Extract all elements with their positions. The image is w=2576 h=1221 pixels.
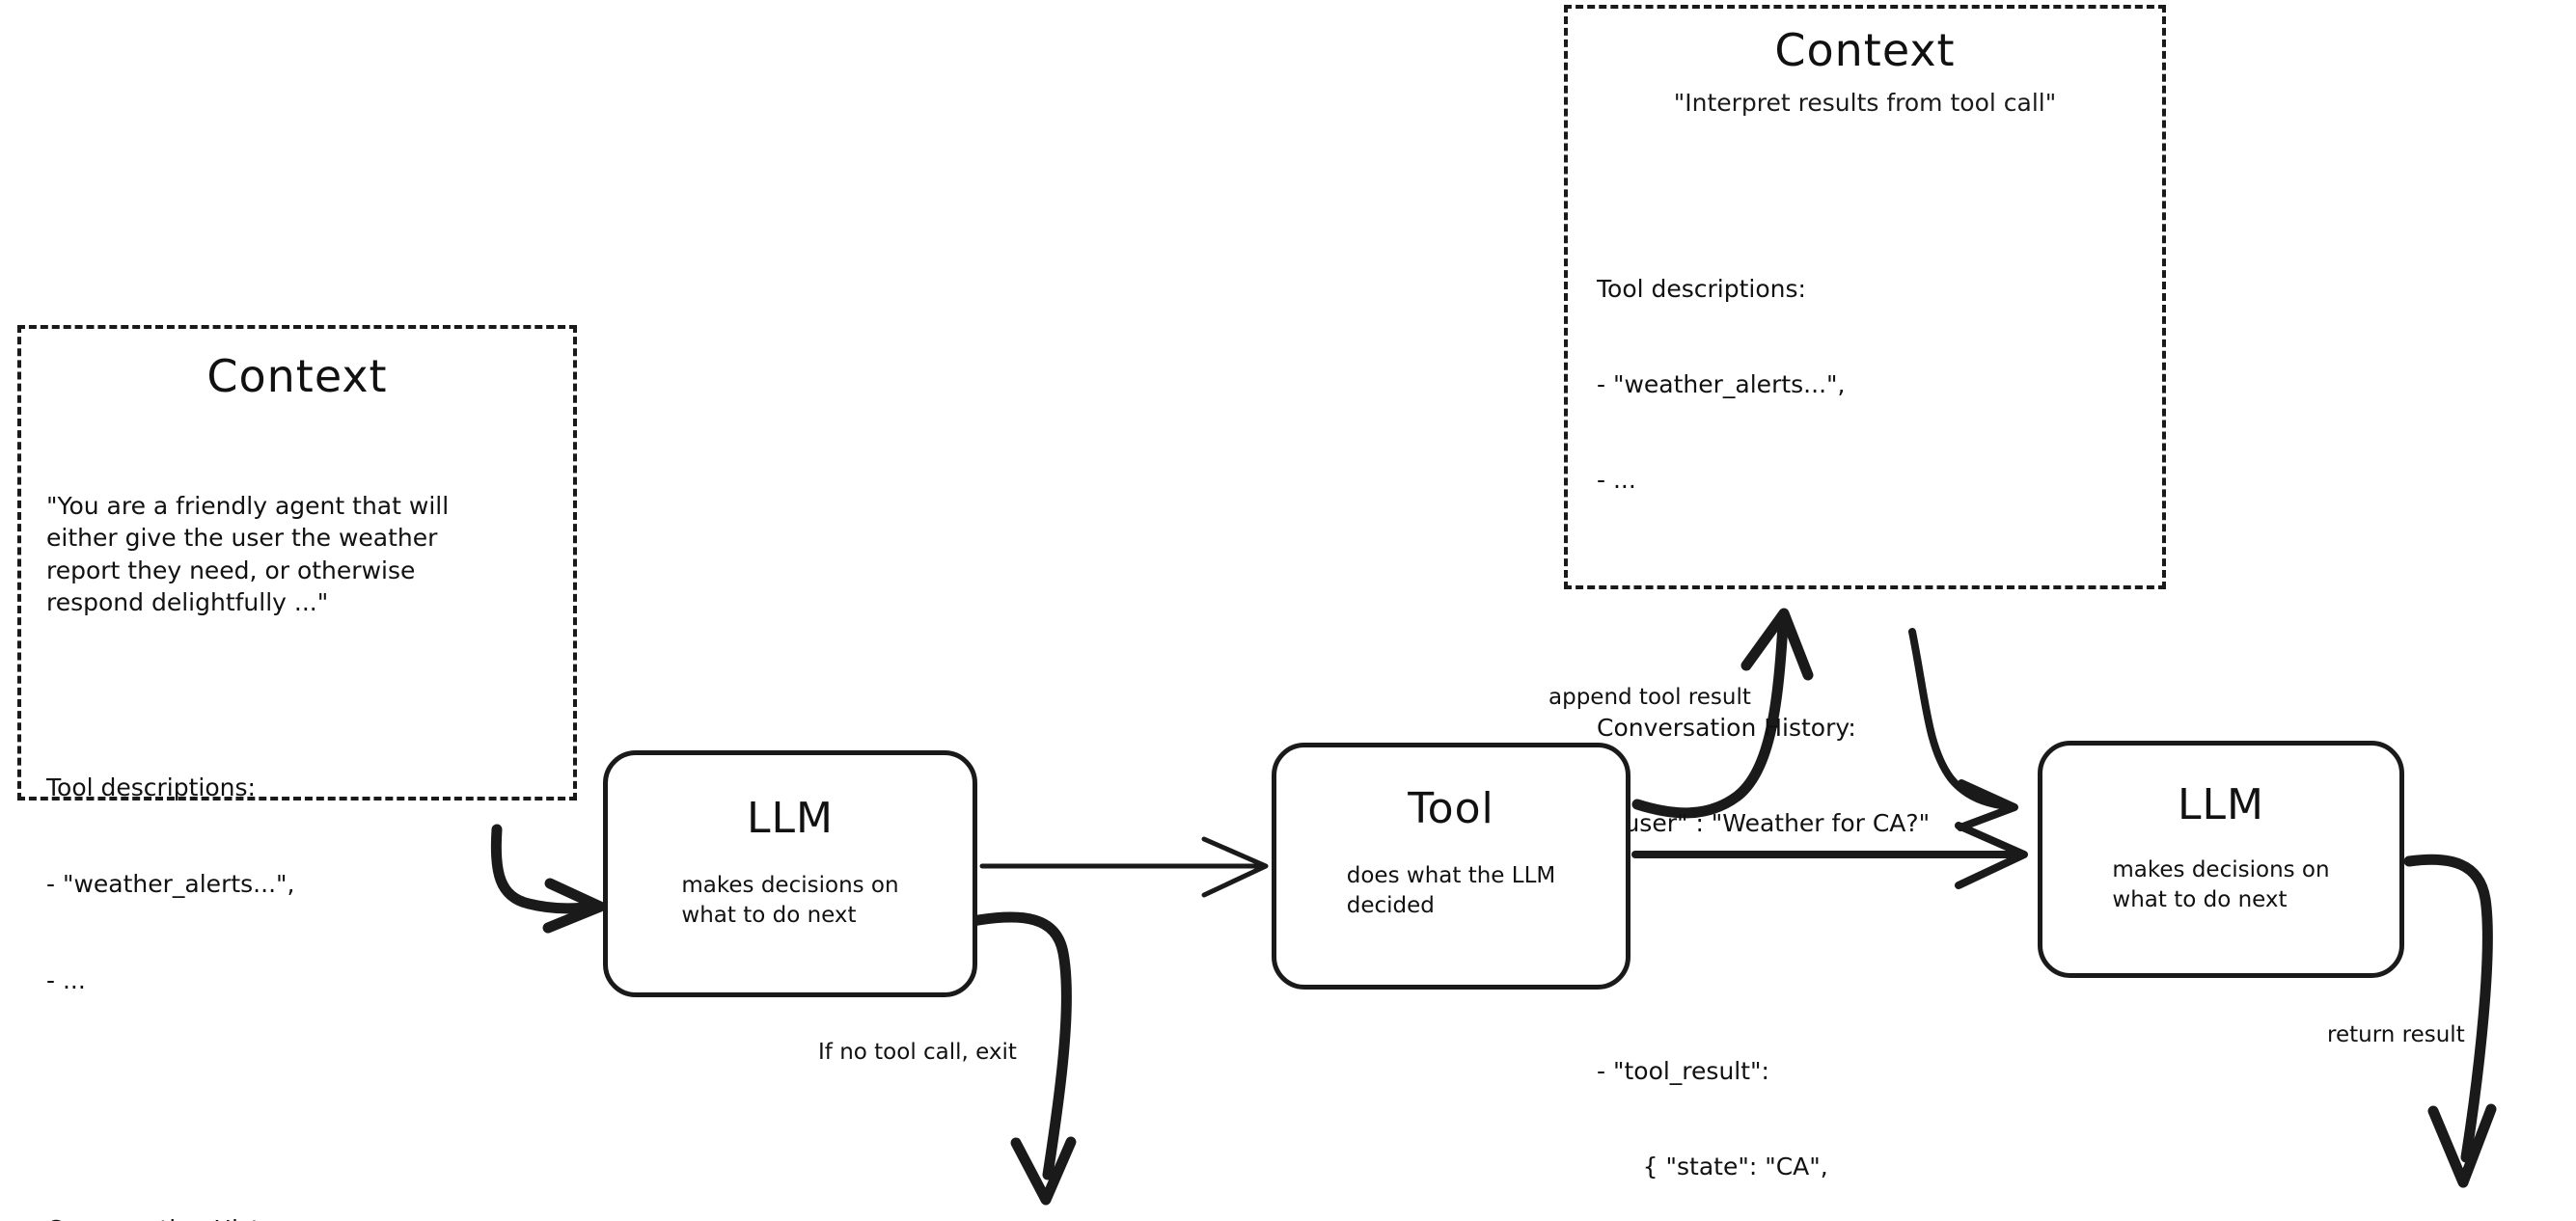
tool-description-item: - "weather_alerts...", bbox=[1597, 369, 1846, 398]
conversation-history-heading: Conversation History: bbox=[1597, 713, 1856, 742]
conversation-history-block: Conversation History: - "user" : "Weathe… bbox=[46, 1150, 548, 1221]
context-right-subtitle: "Interpret results from tool call" bbox=[1673, 88, 2057, 117]
conversation-history-heading: Conversation History: bbox=[46, 1213, 548, 1221]
context-left-body: "You are a friendly agent that will eith… bbox=[46, 426, 548, 1221]
tool-description-item: - ... bbox=[46, 965, 86, 994]
arrow-llm2-return bbox=[2403, 854, 2497, 1188]
context-right-body: Tool descriptions: - "weather_alerts..."… bbox=[1597, 146, 2133, 1221]
node-tool-subtitle: does what the LLM decided bbox=[1346, 863, 1556, 919]
context-box-initial: Context "You are a friendly agent that w… bbox=[17, 325, 577, 1221]
tool-descriptions-heading: Tool descriptions: bbox=[46, 773, 256, 802]
edge-label-exit: If no tool call, exit bbox=[818, 1040, 1017, 1065]
context-right-title: Context bbox=[1774, 24, 1956, 76]
conversation-history-block: Conversation History: - "user" : "Weathe… bbox=[1597, 648, 2133, 903]
tool-result-block: - "tool_result": { "state": "CA", [ { "r… bbox=[1597, 991, 2133, 1221]
arrow-llm1-to-tool bbox=[979, 836, 1269, 898]
edge-label-return-result: return result bbox=[2327, 1022, 2465, 1047]
node-llm-first-subtitle: makes decisions on what to do next bbox=[681, 873, 899, 929]
tool-description-item: - "weather_alerts...", bbox=[46, 869, 295, 898]
tool-result-heading: - "tool_result": bbox=[1597, 1056, 1769, 1085]
edge-label-append-tool-result: append tool result bbox=[1548, 685, 1751, 710]
tool-descriptions-heading: Tool descriptions: bbox=[1597, 274, 1806, 303]
tool-result-line: { "state": "CA", bbox=[1597, 1152, 1828, 1180]
tool-descriptions-block: Tool descriptions: - "weather_alerts..."… bbox=[1597, 209, 2133, 559]
node-llm-second[interactable]: LLM makes decisions on what to do next bbox=[2038, 741, 2404, 978]
tool-description-item: - ... bbox=[1597, 465, 1636, 494]
context-box-after-tool: Context "Interpret results from tool cal… bbox=[1564, 5, 2166, 1180]
context-left-title: Context bbox=[206, 350, 388, 402]
tool-descriptions-block: Tool descriptions: - "weather_alerts..."… bbox=[46, 708, 548, 1061]
node-llm-first[interactable]: LLM makes decisions on what to do next bbox=[603, 750, 977, 997]
node-tool[interactable]: Tool does what the LLM decided bbox=[1272, 743, 1631, 990]
system-prompt-text: "You are a friendly agent that will eith… bbox=[46, 492, 450, 616]
node-llm-second-subtitle: makes decisions on what to do next bbox=[2112, 857, 2330, 913]
node-llm-second-title: LLM bbox=[2178, 780, 2264, 829]
node-tool-title: Tool bbox=[1408, 784, 1494, 833]
node-llm-first-title: LLM bbox=[747, 794, 834, 843]
